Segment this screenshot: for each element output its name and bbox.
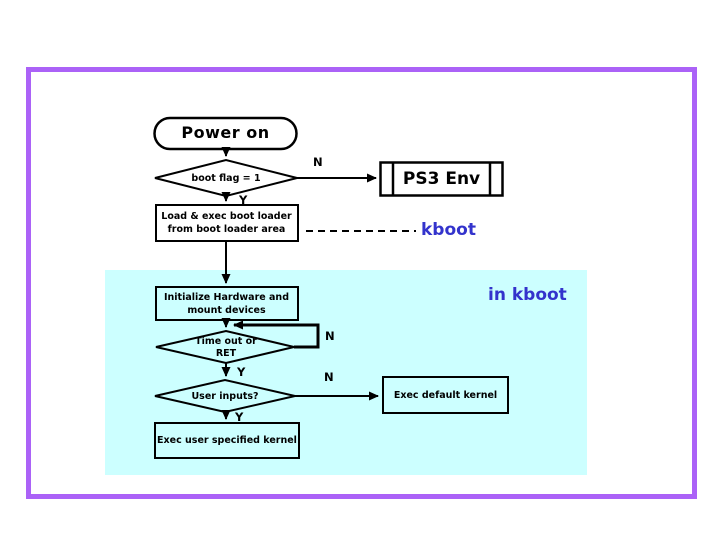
in-kboot-annotation: in kboot bbox=[488, 285, 567, 305]
ps3-env-process-label: PS3 Env bbox=[402, 168, 481, 189]
exec-user-process-label: Exec user specified kernel bbox=[157, 435, 297, 446]
timeout-no-label: N bbox=[325, 329, 335, 343]
init-hardware-process-label: Initialize Hardware and mount devices bbox=[164, 291, 289, 316]
boot-flag-decision-label: boot flag = 1 bbox=[191, 172, 261, 184]
kboot-annotation: kboot bbox=[421, 220, 476, 240]
user-inputs-decision-label: User inputs? bbox=[191, 390, 259, 402]
timeout-yes-label: Y bbox=[237, 365, 246, 379]
exec-user-process bbox=[154, 422, 300, 459]
ps3-env-process bbox=[379, 161, 504, 197]
boot-flag-no-label: N bbox=[313, 155, 323, 169]
user-inputs-no-label: N bbox=[324, 370, 334, 384]
exec-default-process-label: Exec default kernel bbox=[393, 389, 498, 401]
power-on-node-label: Power on bbox=[181, 123, 270, 142]
boot-flag-yes-label: Y bbox=[239, 193, 248, 207]
slide-border bbox=[26, 67, 697, 499]
load-boot-loader-process-label: Load & exec boot loader from boot loader… bbox=[161, 211, 292, 235]
edge-timeout-no-loopback bbox=[233, 320, 320, 349]
kboot-region-background bbox=[105, 270, 587, 475]
exec-default-process bbox=[382, 376, 509, 414]
user-inputs-yes-label: Y bbox=[235, 410, 244, 424]
timeout-decision-label: Time out or RET bbox=[195, 335, 257, 359]
